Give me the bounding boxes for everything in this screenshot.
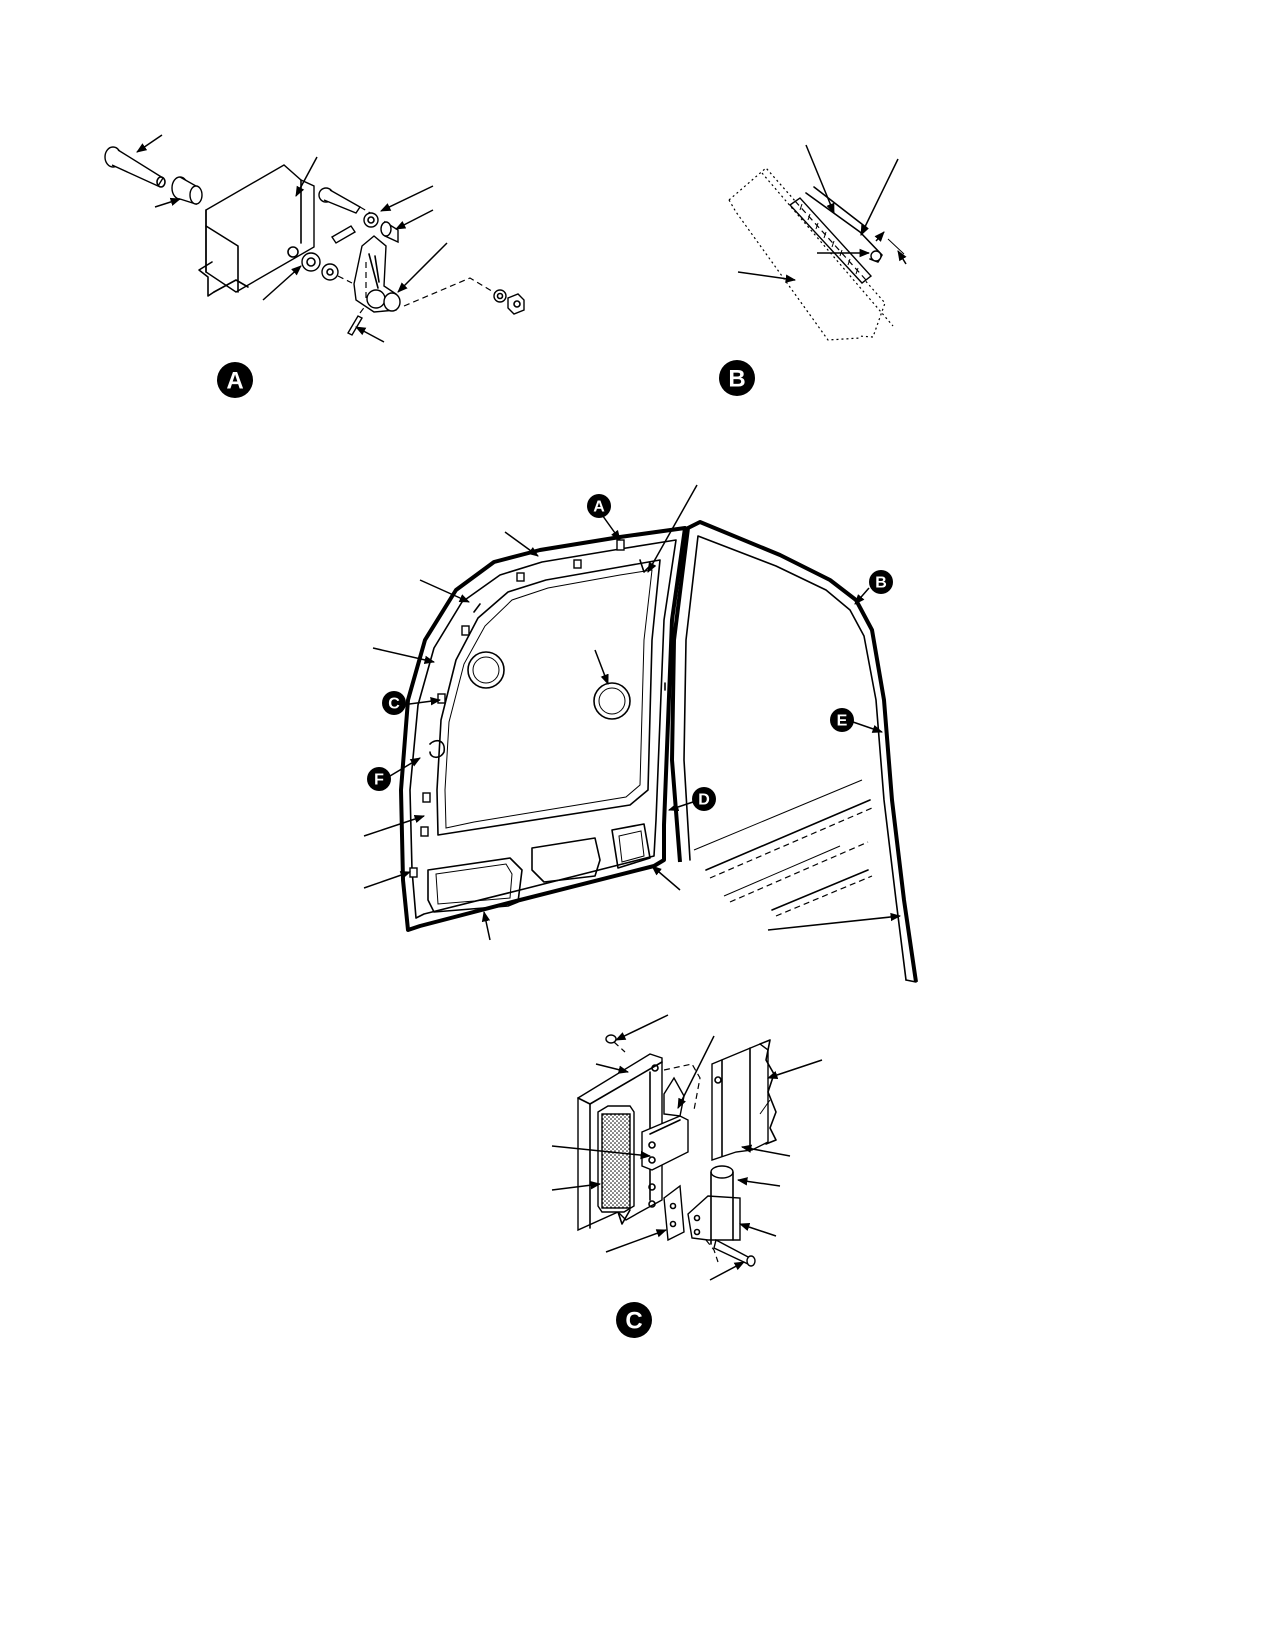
- main-view-leaders: [363, 484, 902, 941]
- callout-d: D: [692, 787, 716, 811]
- detail-c-leaders: [551, 1014, 823, 1281]
- callout-a: A: [587, 494, 611, 518]
- window-panel: [670, 520, 918, 983]
- detail-a-roll-pin: [347, 304, 367, 336]
- callout-e: E: [830, 708, 854, 732]
- detail-c-hinge-leaf-lower: [663, 1184, 685, 1242]
- detail-a-bushing: [171, 176, 203, 205]
- svg-text:B: B: [875, 575, 887, 592]
- detail-b-seal-section: B: [719, 144, 907, 396]
- detail-a-washer-upper: [363, 212, 379, 228]
- detail-a-pin: [331, 225, 356, 244]
- detail-c-view-label: C: [616, 1302, 652, 1338]
- detail-c-hinge-barrel: [687, 1165, 741, 1263]
- detail-a-view-label: A: [217, 362, 253, 398]
- detail-a-bracket: [198, 164, 315, 297]
- detail-c-hinge-leaf-upper: [641, 1076, 689, 1171]
- callout-b: B: [869, 570, 893, 594]
- detail-a-washers-lower: [301, 252, 353, 284]
- detail-a-leaders: [136, 134, 448, 343]
- callout-c: C: [382, 691, 406, 715]
- detail-a-spacer-upper: [380, 220, 399, 244]
- detail-a-bolt: [104, 146, 166, 188]
- detail-a-screw: [318, 187, 373, 215]
- detail-b-leaders: [737, 144, 899, 283]
- door-frame: [399, 526, 687, 932]
- detail-c-panel-strip: [711, 1039, 777, 1161]
- svg-text:C: C: [388, 696, 400, 713]
- detail-c-phantom-outline: [663, 1063, 701, 1111]
- detail-a-latch-assembly: A: [104, 134, 525, 398]
- callout-f: F: [367, 767, 391, 791]
- detail-b-dimension: [874, 231, 907, 265]
- svg-text:E: E: [837, 713, 848, 730]
- svg-text:A: A: [593, 499, 605, 516]
- detail-c-seal-insert: [597, 1105, 635, 1213]
- svg-text:D: D: [698, 792, 710, 809]
- main-door-assembly: A B C D E F: [363, 484, 918, 983]
- detail-a-washer-nut: [403, 277, 525, 315]
- detail-b-view-label: B: [719, 360, 755, 396]
- detail-a-bellcrank: [353, 235, 401, 313]
- detail-c-hinge-pin: [713, 1238, 756, 1267]
- svg-text:C: C: [625, 1308, 642, 1335]
- svg-text:A: A: [226, 368, 243, 395]
- svg-text:F: F: [374, 772, 384, 789]
- svg-text:B: B: [728, 366, 745, 393]
- detail-b-retainer: [805, 186, 883, 263]
- detail-c-hinge-assembly: C: [551, 1014, 823, 1338]
